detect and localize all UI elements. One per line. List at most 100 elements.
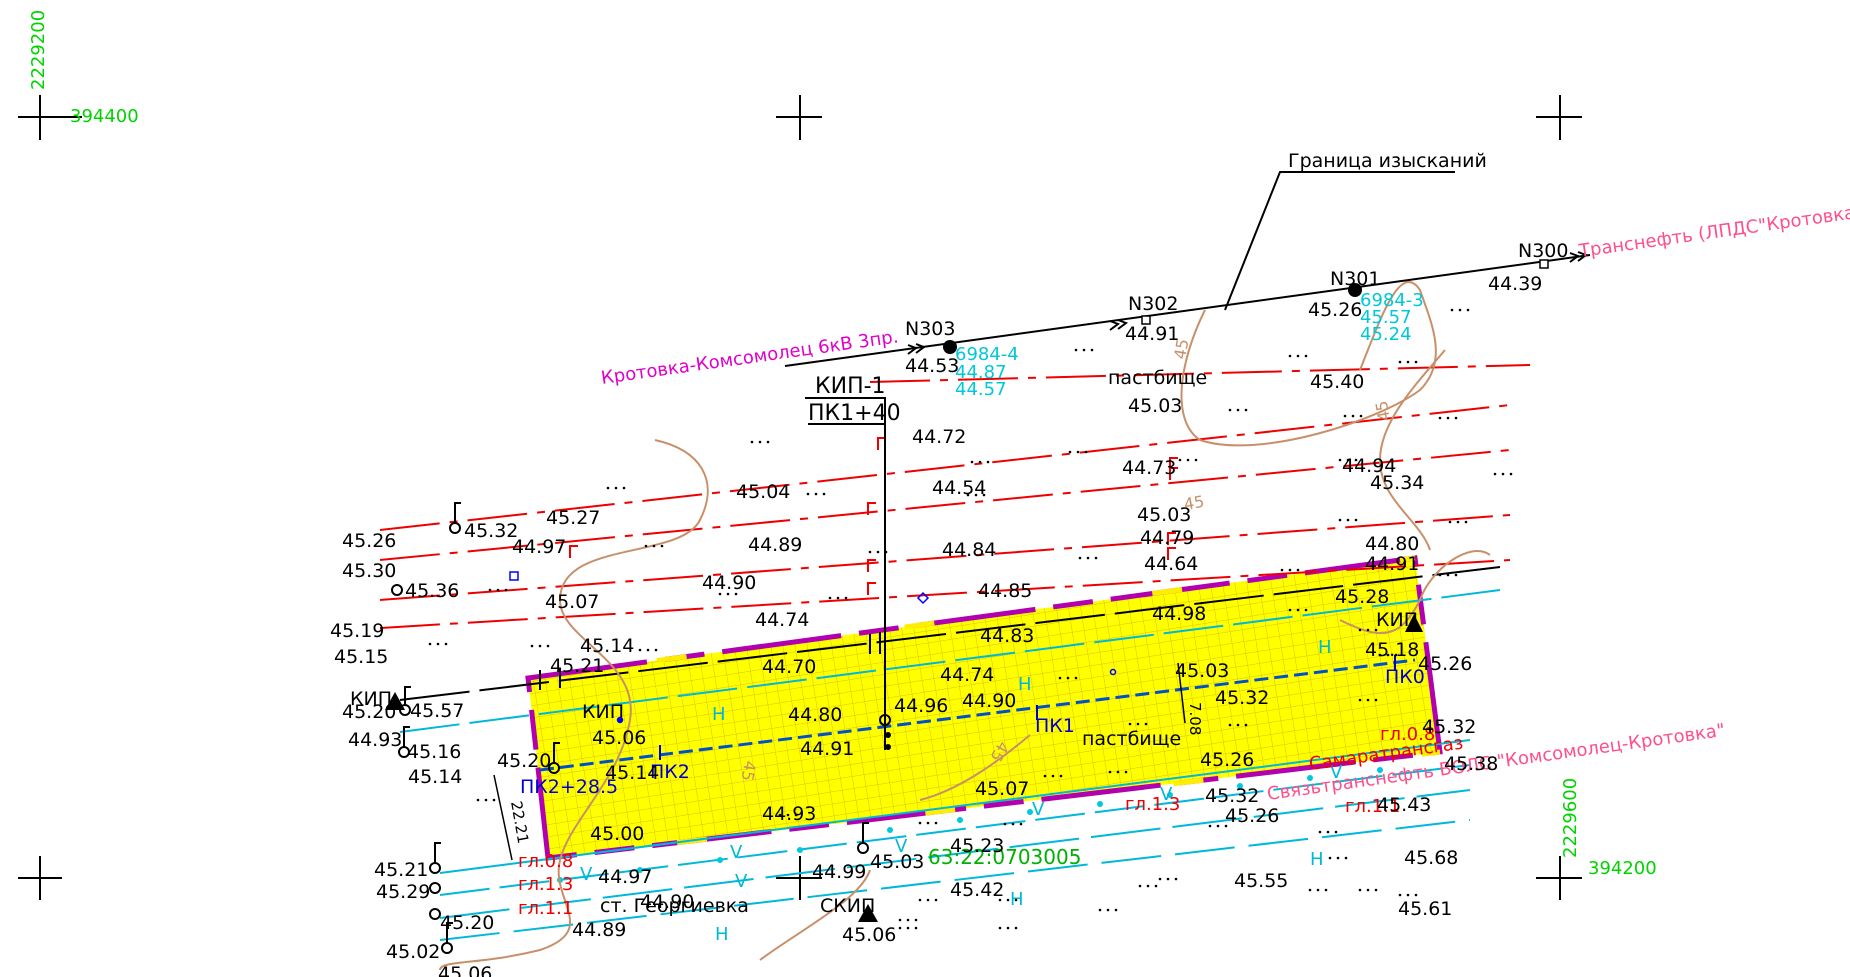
map-dot [1288,354,1292,358]
dot-clusters [428,308,1513,930]
picket-ticks [659,655,1396,760]
spot-elevation: 45.19 [330,620,384,642]
map-dot [614,486,618,490]
spot-elevation: 45.03 [1175,660,1229,682]
spot-elevation: 45.42 [950,879,1004,901]
map-dot [1074,676,1078,680]
map-dot [1344,856,1348,860]
map-dot [1086,556,1090,560]
map-dot [1076,450,1080,454]
map-dot [978,460,982,464]
map-dot [1446,416,1450,420]
pole-n301 [1348,283,1362,297]
spot-elevation: 44.97 [598,866,652,888]
map-dot [1448,520,1452,524]
map-dot [1194,458,1198,462]
spot-elevation: 44.93 [762,803,816,825]
map-dot [868,550,872,554]
map-dot [734,592,738,596]
pole-n303 [943,340,957,354]
spot-elevation: 45.20 [440,912,494,934]
map-dot [1068,450,1072,454]
map-dot [538,644,542,648]
spot-elevation: 45.07 [545,591,599,613]
map-dot [644,544,648,548]
map-dot [1006,898,1010,902]
svg-text:V: V [895,836,908,857]
spot-elevation: 45.20 [342,701,396,723]
cable-markers: HHH VVV VV HH HVV [580,637,1343,945]
map-dot [884,550,888,554]
map-dot [1154,884,1158,888]
map-dot [1074,348,1078,352]
map-dot [1358,628,1362,632]
spot-elevation: 45.06 [842,924,896,946]
map-dot [622,486,626,490]
map-dot [1374,888,1378,892]
pole-n302-elev: 44.91 [1125,323,1179,345]
map-dot [1224,824,1228,828]
spot-elevation: 45.30 [342,560,396,582]
survey-boundary-leader [1224,171,1455,311]
grid-coordinates: 2229200 394400 2229600 394200 [28,10,1657,879]
spot-elevation: 45.21 [374,859,428,881]
spot-elevation: 45.00 [590,823,644,845]
pole-labels: N303 44.53 6984-4 44.87 44.57 N302 44.91… [905,240,1568,400]
map-dot [1244,408,1248,412]
spot-elevation: 45.32 [464,520,518,542]
pk0-label: ПК0 [1385,666,1425,688]
spot-elevation: 45.18 [1365,639,1419,661]
spot-elevation: 45.14 [408,766,462,788]
map-dot [836,596,840,600]
map-dot [998,898,1002,902]
spot-elevation: 44.91 [800,738,854,760]
pipelines [379,364,1531,629]
spot-elevation: 44.74 [940,664,994,686]
spot-elevation: 44.74 [755,609,809,631]
svg-text:H: H [715,924,729,945]
svg-text:45: 45 [1182,492,1205,514]
map-dot [1186,458,1190,462]
map-dot [778,813,782,817]
map-dot [606,486,610,490]
spot-elevation: 44.89 [572,919,626,941]
pole-n300 [1539,259,1549,269]
map-dot [934,821,938,825]
map-dot [1006,926,1010,930]
kip-inner-label: КИП [582,701,624,723]
kip1-leader [805,397,886,750]
map-dot [496,588,500,592]
pole-n301-mark2: 45.24 [1360,324,1412,345]
spot-elevation: 45.32 [1205,785,1259,807]
map-dot [654,648,658,652]
map-dot [1138,884,1142,888]
spot-elevation: 44.85 [978,580,1032,602]
cyan-cables [399,589,1501,941]
map-dot [1354,458,1358,462]
map-dot [1019,822,1023,826]
map-dot [914,918,918,922]
svg-text:V: V [1330,762,1343,783]
spot-elevation: 45.21 [550,655,604,677]
survey-point-symbols [391,502,869,954]
map-dot [970,460,974,464]
spot-elevation: 45.03 [870,851,924,873]
map-dot [906,926,910,930]
map-dot [1296,354,1300,358]
map-dot [1366,698,1370,702]
map-dot [1051,774,1055,778]
map-dot [1174,877,1178,881]
spot-elevation: 45.32 [1422,716,1476,738]
map-dot [1106,908,1110,912]
spot-elevation: 44.80 [788,704,842,726]
map-dot [660,544,664,548]
spot-elevation: 44.54 [932,477,986,499]
svg-text:V: V [730,842,743,863]
depth-label-3: гл.1.1 [518,898,573,919]
pole-n301-elev: 45.26 [1308,299,1362,321]
pole-n303-mark2: 44.57 [955,379,1007,400]
spot-elevation: 45.40 [1310,371,1364,393]
spot-elevation: 45.34 [1370,472,1424,494]
spot-elevation: 44.90 [640,891,694,913]
